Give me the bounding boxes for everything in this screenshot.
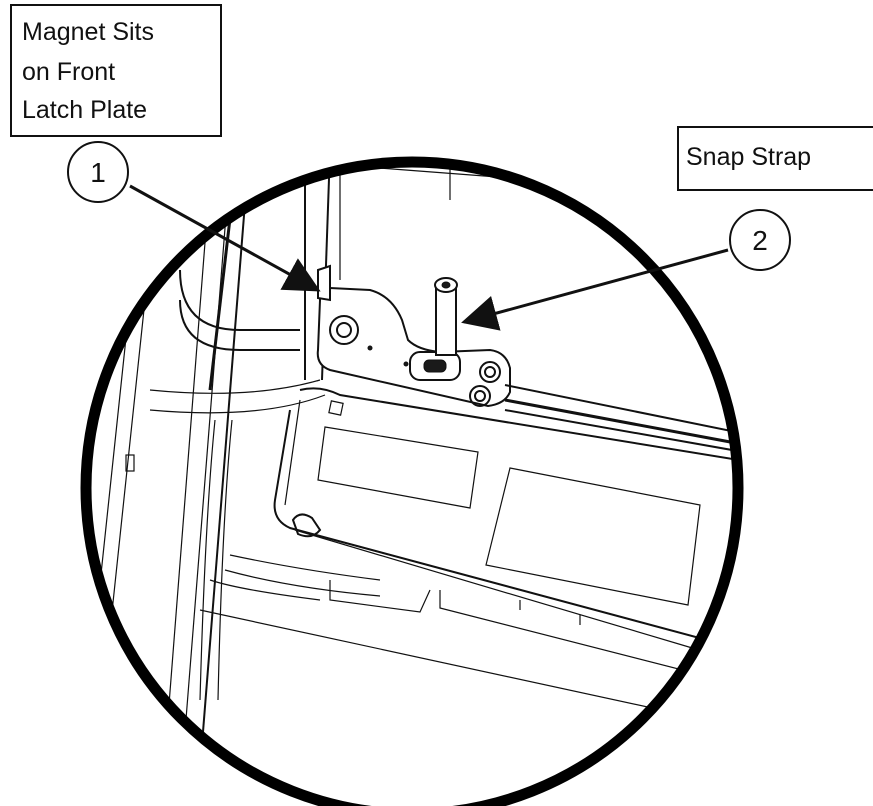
front-latch-plate (316, 264, 511, 408)
callout-2-number: 2 (752, 225, 768, 256)
detail-view (86, 162, 738, 806)
seal-rail (504, 384, 738, 463)
detail-circle (80, 156, 744, 806)
callout-2: Snap Strap 2 (461, 126, 873, 331)
callout-1-number: 1 (90, 157, 106, 188)
callout-2-box (677, 126, 873, 191)
callout-1-label: Magnet Sits on Front Latch Plate (22, 18, 161, 124)
callout-2-badge (729, 209, 791, 271)
callout-2-label: Snap Strap (686, 143, 811, 171)
callout-2-arrow (461, 248, 729, 331)
lower-tray (199, 387, 738, 741)
callout-1-badge (67, 141, 129, 203)
snap-strap (434, 277, 458, 356)
callout-1: Magnet Sits on Front Latch Plate 1 (10, 4, 321, 292)
callout-1-box (10, 4, 222, 137)
callout-1-arrow (129, 184, 321, 292)
